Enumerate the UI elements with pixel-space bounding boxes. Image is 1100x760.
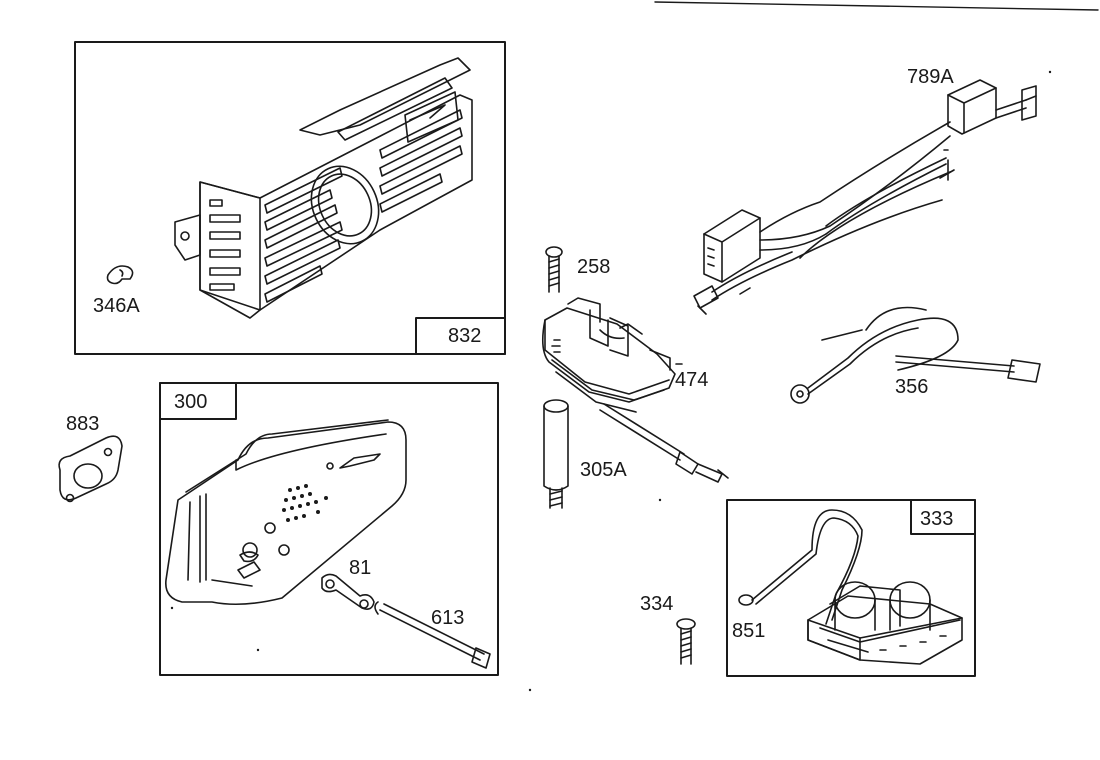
scan-edge-line [655,2,1098,10]
bolt-613-illustration [375,602,490,668]
ground-wire-356-illustration [791,308,1040,404]
part-label-789A: 789A [907,66,954,88]
scan-specks [170,70,1052,692]
part-label-334: 334 [640,593,674,615]
bracket-81-illustration [322,574,374,609]
part-label-258: 258 [577,256,611,278]
panel-300 [160,383,498,675]
muffler-illustration [166,420,406,604]
part-label-883: 883 [66,413,100,435]
panel-832 [75,42,505,354]
panel-300-label: 300 [174,391,208,413]
armature-474-illustration [543,298,682,412]
harness-789A-illustration [694,80,1036,314]
part-label-356: 356 [895,376,929,398]
panel-832-label-box [416,318,505,354]
spacer-305A-illustration [544,400,568,508]
panel-333-label: 333 [920,508,954,530]
blower-housing-illustration [175,58,472,318]
screw-258-illustration [546,247,562,292]
screw-334-illustration [677,619,695,664]
panel-300-label-box [160,383,236,419]
part-label-851: 851 [732,620,766,642]
part-label-613: 613 [431,607,465,629]
stop-wire-illustration [600,404,728,482]
clip-346A-illustration [108,266,133,284]
part-label-305A: 305A [580,459,627,481]
part-label-81: 81 [349,557,372,579]
panel-832-label: 832 [448,325,482,347]
panel-333 [727,500,975,676]
part-label-346A: 346A [93,295,140,317]
part-label-474: 474 [675,369,709,391]
panel-333-label-box [911,500,975,534]
ignition-coil-illustration [739,510,962,664]
gasket-883-illustration [59,436,122,501]
